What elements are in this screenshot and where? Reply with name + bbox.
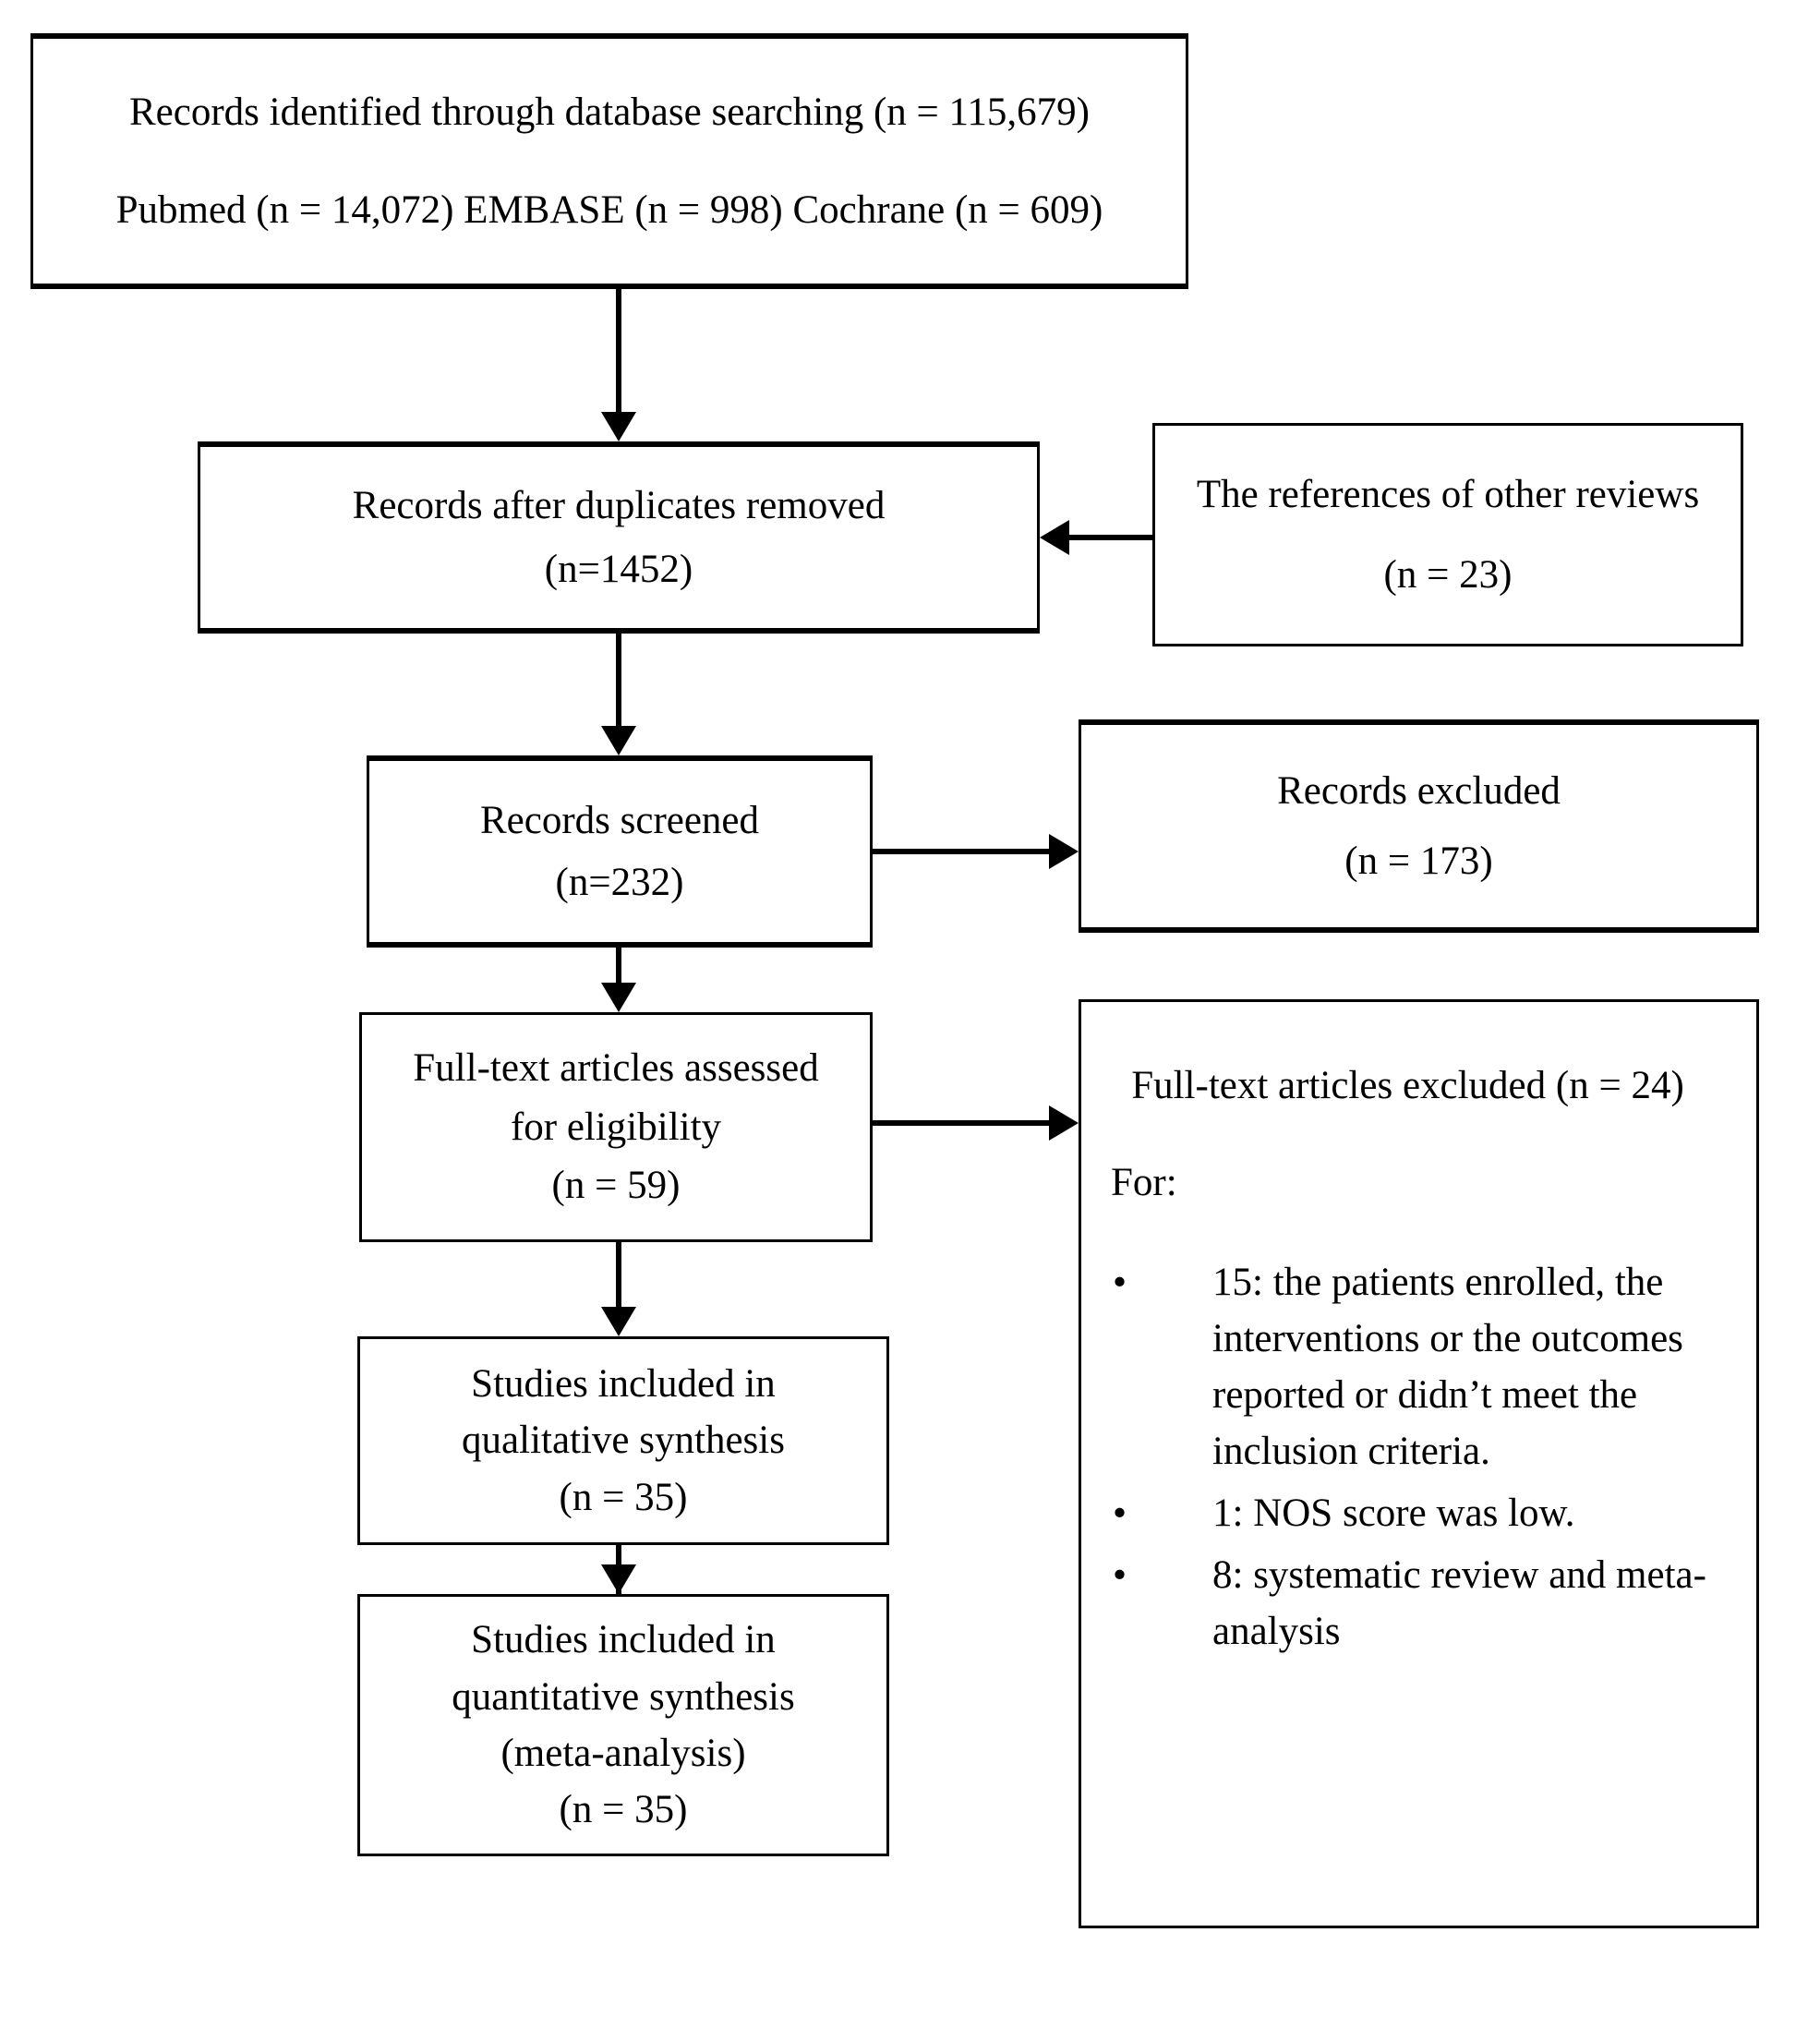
box-studies-quantitative-line1: Studies included in <box>471 1618 776 1662</box>
box-records-screened: Records screened (n=232) <box>367 755 873 948</box>
box-fulltext-excluded-reason-list: • 15: the patients enrolled, the interve… <box>1081 1254 1756 1660</box>
arrow-screened-to-fulltext <box>601 983 636 1012</box>
list-item: • 15: the patients enrolled, the interve… <box>1081 1254 1729 1480</box>
box-records-excluded: Records excluded (n = 173) <box>1079 719 1759 933</box>
box-references-other-reviews: The references of other reviews (n = 23) <box>1152 423 1743 646</box>
box-studies-qualitative-line1: Studies included in <box>471 1361 776 1406</box>
box-fulltext-assessed-line3: (n = 59) <box>551 1164 681 1208</box>
box-studies-quantitative-line3: (meta-analysis) <box>500 1732 746 1775</box>
box-records-excluded-line2: (n = 173) <box>1344 839 1493 883</box>
box-records-after-duplicates-line2: (n=1452) <box>544 548 693 591</box>
bullet-icon: • <box>1113 1492 1127 1536</box>
box-studies-qualitative-line3: (n = 35) <box>559 1475 688 1519</box>
connector-fulltext-to-qualitative <box>616 1242 621 1307</box>
box-fulltext-excluded-header: Full-text articles excluded (n = 24) <box>1131 1064 1684 1107</box>
list-item: • 8: systematic review and meta-analysis <box>1081 1547 1729 1660</box>
list-item-text: 15: the patients enrolled, the intervent… <box>1212 1260 1683 1474</box>
box-fulltext-assessed-line2: for eligibility <box>510 1105 722 1149</box>
box-fulltext-excluded: Full-text articles excluded (n = 24) For… <box>1079 999 1759 1928</box>
list-item: • 1: NOS score was low. <box>1081 1485 1729 1541</box>
box-studies-qualitative: Studies included in qualitative synthesi… <box>357 1336 889 1545</box>
arrow-duplicates-to-screened <box>601 726 636 755</box>
box-records-after-duplicates-line1: Records after duplicates removed <box>352 483 886 527</box>
box-records-identified-line1: Records identified through database sear… <box>128 91 1091 135</box>
box-references-other-reviews-line1: The references of other reviews <box>1196 472 1700 516</box>
connector-references-to-duplicates <box>1069 535 1154 540</box>
box-studies-quantitative: Studies included in quantitative synthes… <box>357 1594 889 1856</box>
arrow-fulltext-to-fulltext-excluded <box>1049 1105 1079 1141</box>
connector-duplicates-to-screened <box>616 634 621 726</box>
box-fulltext-assessed: Full-text articles assessed for eligibil… <box>359 1012 873 1242</box>
box-records-identified-line2: Pubmed (n = 14,072) EMBASE (n = 998) Coc… <box>115 187 1103 232</box>
connector-screened-to-records-excluded <box>873 849 1049 854</box>
bullet-icon: • <box>1113 1553 1127 1598</box>
bullet-icon: • <box>1113 1260 1127 1304</box>
box-records-screened-line1: Records screened <box>479 798 760 842</box>
box-records-identified: Records identified through database sear… <box>30 33 1188 289</box>
box-records-excluded-line1: Records excluded <box>1277 769 1561 814</box>
arrow-references-to-duplicates <box>1040 520 1069 555</box>
box-fulltext-excluded-for-label: For: <box>1111 1161 1177 1205</box>
box-studies-quantitative-line4: (n = 35) <box>559 1788 688 1832</box>
box-records-screened-line2: (n=232) <box>555 861 684 904</box>
arrow-identified-to-duplicates <box>601 412 636 441</box>
box-references-other-reviews-line2: (n = 23) <box>1383 553 1513 597</box>
connector-identified-to-duplicates <box>616 289 621 412</box>
list-item-text: 1: NOS score was low. <box>1212 1492 1575 1536</box>
box-records-after-duplicates: Records after duplicates removed (n=1452… <box>198 441 1040 634</box>
arrow-qualitative-to-quantitative <box>601 1564 636 1594</box>
box-fulltext-assessed-line1: Full-text articles assessed <box>413 1046 819 1091</box>
arrow-screened-to-records-excluded <box>1049 834 1079 869</box>
arrow-fulltext-to-qualitative <box>601 1307 636 1336</box>
box-studies-quantitative-line2: quantitative synthesis <box>452 1674 795 1719</box>
connector-fulltext-to-fulltext-excluded <box>873 1120 1049 1126</box>
list-item-text: 8: systematic review and meta-analysis <box>1212 1553 1706 1654</box>
connector-screened-to-fulltext <box>616 948 621 983</box>
box-studies-qualitative-line2: qualitative synthesis <box>462 1419 785 1463</box>
